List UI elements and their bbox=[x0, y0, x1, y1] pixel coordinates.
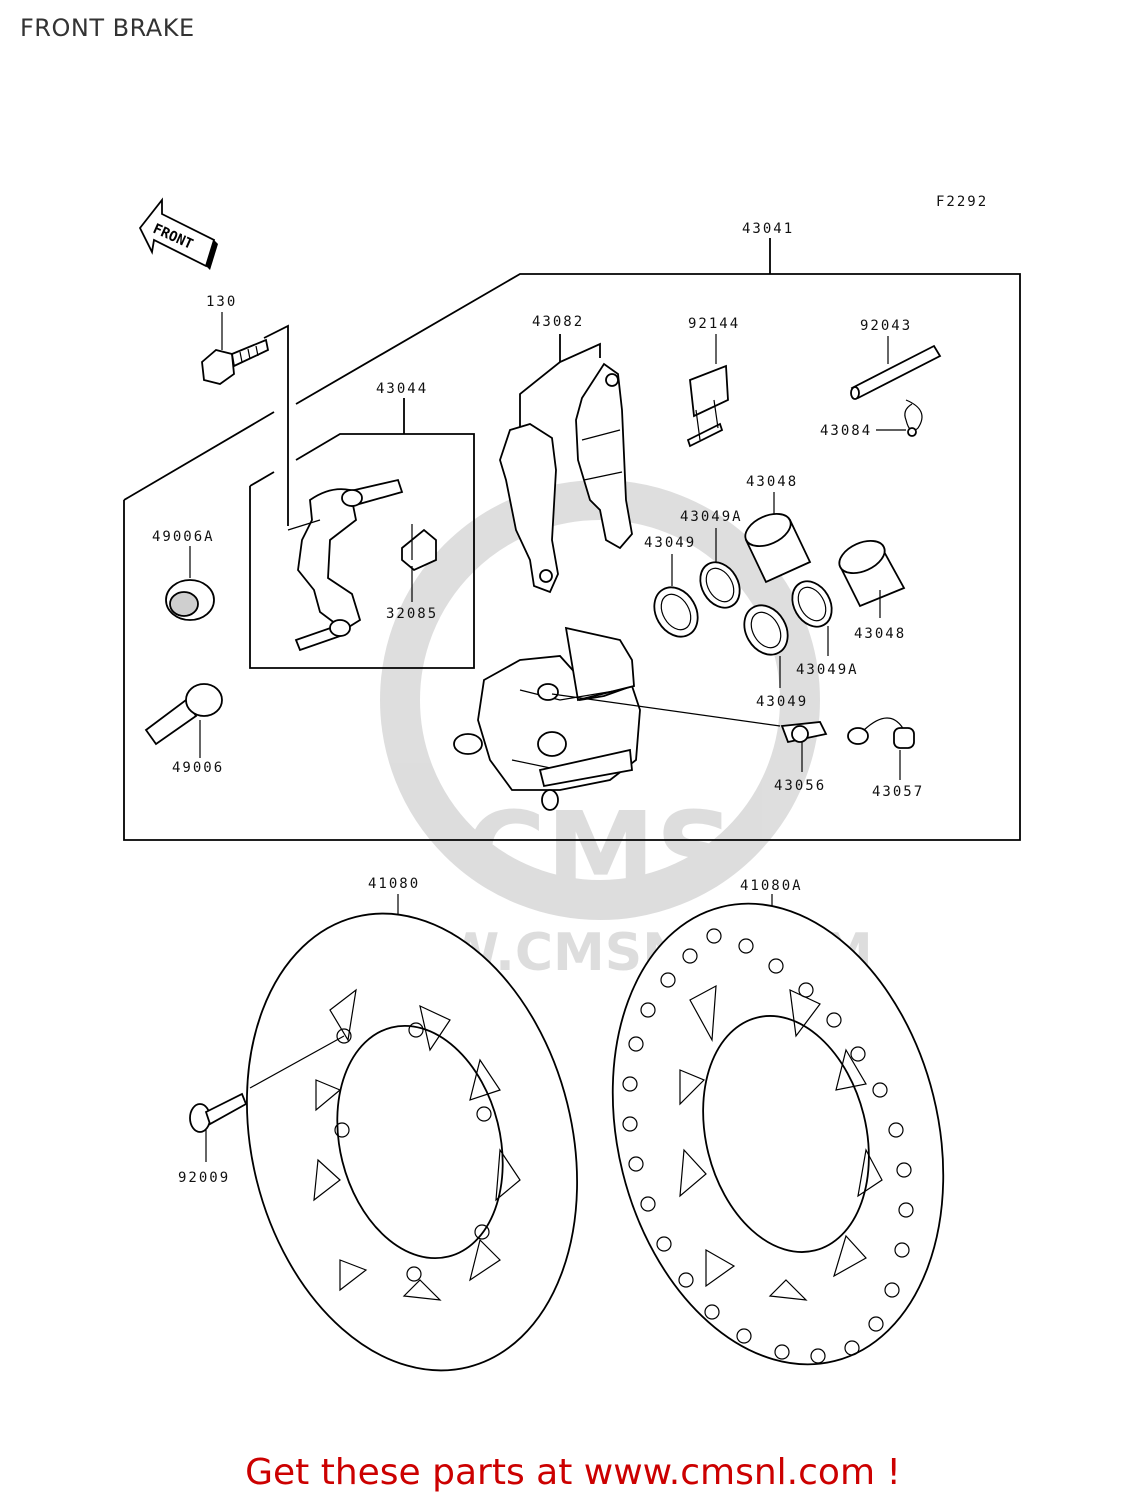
r-clip-43084-icon bbox=[876, 399, 923, 437]
label-92144: 92144 bbox=[688, 316, 740, 332]
bracket-box bbox=[249, 398, 475, 669]
label-43048-upper: 43048 bbox=[746, 474, 798, 490]
bleed-valve-43056-icon bbox=[551, 693, 828, 772]
page-title: FRONT BRAKE bbox=[20, 14, 195, 42]
caliper-body-icon bbox=[453, 626, 641, 811]
label-41080a: 41080A bbox=[740, 878, 803, 894]
label-92009: 92009 bbox=[178, 1170, 230, 1186]
piston-seal-43049a-lower-icon bbox=[791, 580, 833, 656]
piston-43048-lower-icon bbox=[838, 540, 906, 618]
label-43056: 43056 bbox=[774, 778, 826, 794]
piston-seal-43049a-upper-icon bbox=[699, 528, 741, 609]
dust-seal-43049-upper-icon bbox=[653, 554, 699, 638]
label-43048-lower: 43048 bbox=[854, 626, 906, 642]
dust-boot-49006a-icon bbox=[165, 546, 215, 621]
label-43041: 43041 bbox=[742, 221, 794, 237]
label-92043: 92043 bbox=[860, 318, 912, 334]
bolt-130-icon bbox=[201, 312, 270, 385]
label-43049a-lower: 43049A bbox=[796, 662, 859, 678]
label-43084: 43084 bbox=[820, 423, 872, 439]
figure-code: F2292 bbox=[936, 194, 988, 210]
brake-disc-41080-icon bbox=[246, 894, 578, 1372]
disc-screw-92009-icon bbox=[189, 1035, 345, 1162]
label-43057: 43057 bbox=[872, 784, 924, 800]
label-49006a: 49006A bbox=[152, 529, 215, 545]
label-49006: 49006 bbox=[172, 760, 224, 776]
watermark-brand: CMS bbox=[465, 788, 734, 916]
label-43049-lower: 43049 bbox=[756, 694, 808, 710]
label-43049a-upper: 43049A bbox=[680, 509, 743, 525]
dust-boot-49006-icon bbox=[144, 683, 223, 758]
label-43044: 43044 bbox=[376, 381, 428, 397]
caliper-assembly-box bbox=[123, 238, 1021, 841]
dust-seal-43049-lower-icon bbox=[743, 604, 789, 688]
brake-disc-41080a-icon bbox=[611, 894, 945, 1366]
footer-cta-link[interactable]: Get these parts at www.cmsnl.com ! bbox=[245, 1452, 901, 1493]
front-arrow-icon: FRONT bbox=[138, 197, 218, 270]
caliper-bracket-icon bbox=[287, 478, 404, 652]
label-32085: 32085 bbox=[386, 606, 438, 622]
label-41080: 41080 bbox=[368, 876, 420, 892]
pad-spring-92144-icon bbox=[686, 334, 729, 448]
clip-32085-icon bbox=[401, 524, 437, 602]
label-43049-upper: 43049 bbox=[644, 535, 696, 551]
bleed-cap-43057-icon bbox=[847, 717, 915, 780]
label-130: 130 bbox=[206, 294, 237, 310]
piston-43048-upper-icon bbox=[744, 492, 812, 584]
label-43082: 43082 bbox=[532, 314, 584, 330]
pad-pin-92043-icon bbox=[850, 336, 942, 400]
brake-pads-icon bbox=[499, 334, 633, 594]
